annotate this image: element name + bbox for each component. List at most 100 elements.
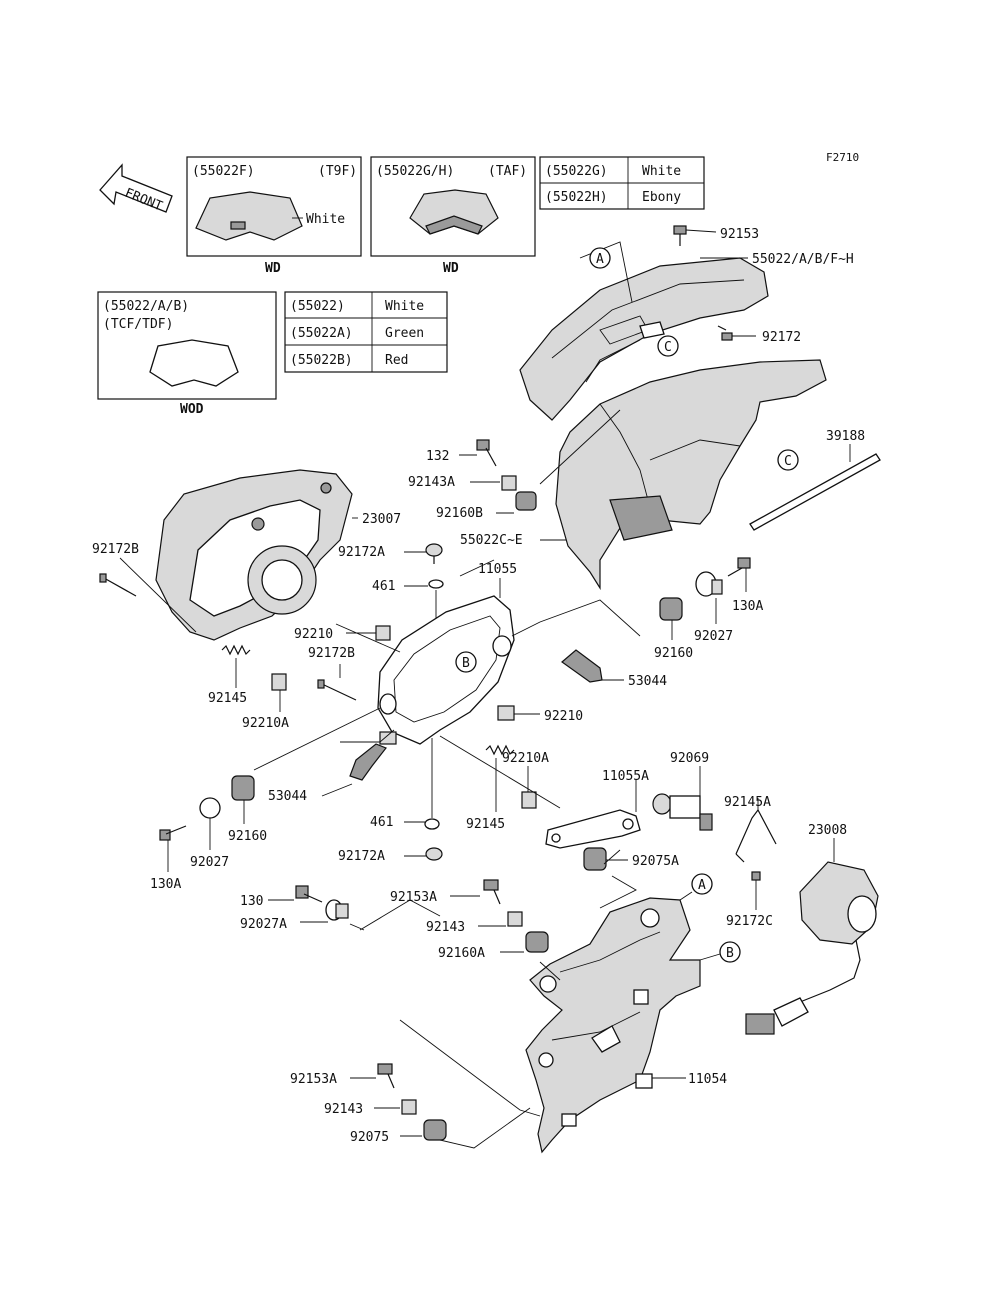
label-92153: 92153 <box>720 227 759 242</box>
windshield-inner-panel <box>555 359 827 591</box>
screw-92172a-bot <box>404 847 443 861</box>
trim-strip-39188 <box>749 453 881 531</box>
screw-92172c <box>751 871 761 910</box>
color-table-ab-color-1: Green <box>385 326 424 341</box>
collar-92143-mid <box>478 911 523 927</box>
nut-92210a-mid <box>521 766 537 809</box>
hose-53044-left <box>321 743 387 797</box>
headlight-assembly-23007 <box>155 469 358 641</box>
label-92172a-top: 92172A <box>338 545 385 560</box>
label-11054: 11054 <box>688 1072 727 1087</box>
variant-box-t9f: (55022F) (T9F) White WD <box>186 156 362 276</box>
variant-box-tcf: (55022/A/B) (TCF/TDF) WOD <box>97 291 277 417</box>
grommet-92160b <box>496 491 537 514</box>
label-92027-right: 92027 <box>694 629 733 644</box>
label-55022c-e: 55022C~E <box>460 533 523 548</box>
callout-b-top-label: B <box>462 656 470 671</box>
label-461-top: 461 <box>372 579 395 594</box>
collar-92027-right <box>695 571 723 624</box>
callout-a-bot-label: A <box>698 878 706 893</box>
label-55022-abfh: 55022/A/B/F~H <box>752 252 854 267</box>
label-92027-left: 92027 <box>190 855 229 870</box>
grommet-92075 <box>400 1119 447 1141</box>
label-92210a-mid: 92210A <box>502 751 549 766</box>
grommet-92160-right <box>659 597 683 640</box>
label-92075: 92075 <box>350 1130 389 1145</box>
callout-b-top: B <box>455 651 477 673</box>
color-table-gh-color-0: White <box>642 164 681 179</box>
label-92143-bot: 92143 <box>324 1102 363 1117</box>
nut-92210a-left <box>271 673 287 712</box>
label-92210a-left: 92210A <box>242 716 289 731</box>
label-23007: 23007 <box>362 512 401 527</box>
variant-part-t9f: (55022F) <box>192 164 255 179</box>
callout-a-bot: A <box>691 873 713 895</box>
color-table-ab-color-0: White <box>385 299 424 314</box>
upper-fairing-cowl <box>519 257 769 421</box>
assembly-leader-lines <box>253 241 641 1149</box>
label-92210-left: 92210 <box>294 627 333 642</box>
callout-a-top: A <box>589 247 611 269</box>
label-39188: 39188 <box>826 429 865 444</box>
label-92069: 92069 <box>670 751 709 766</box>
variant-caption-tcf: WOD <box>180 402 204 417</box>
label-461-bot: 461 <box>370 815 393 830</box>
callout-b-bot: B <box>719 941 741 963</box>
variant-part-tcf: (55022/A/B) <box>103 299 189 314</box>
nut-92210-right <box>497 705 540 721</box>
front-direction-arrow: FRONT <box>99 163 173 214</box>
label-92172a-bot: 92172A <box>338 849 385 864</box>
label-92145-mid: 92145 <box>466 817 505 832</box>
label-92145-left: 92145 <box>208 691 247 706</box>
washer-461-top <box>404 579 444 618</box>
label-92143a: 92143A <box>408 475 455 490</box>
label-92153a-bot: 92153A <box>290 1072 337 1087</box>
label-92145a: 92145A <box>724 795 771 810</box>
collar-92027-left <box>199 797 221 850</box>
color-table-ab-part-0: (55022) <box>290 299 345 314</box>
figure-code: F2710 <box>826 151 859 164</box>
callout-a-top-label: A <box>596 252 604 267</box>
color-table-gh-part-0: (55022G) <box>545 164 608 179</box>
variant-code-taf: (TAF) <box>488 164 527 179</box>
bolt-130 <box>268 885 323 903</box>
label-11055: 11055 <box>478 562 517 577</box>
label-92172b-top: 92172B <box>92 542 139 557</box>
label-92160-left: 92160 <box>228 829 267 844</box>
variant-caption-taf: WD <box>443 261 459 276</box>
label-92210-right: 92210 <box>544 709 583 724</box>
color-table-ab-color-2: Red <box>385 353 408 368</box>
color-table-ab-part-1: (55022A) <box>290 326 353 341</box>
label-92172c: 92172C <box>726 914 773 929</box>
label-53044-right: 53044 <box>628 674 667 689</box>
grommet-92160a <box>500 931 549 953</box>
grommet-92160-left <box>231 775 255 824</box>
clip-92145a <box>735 798 777 863</box>
label-92027a: 92027A <box>240 917 287 932</box>
callout-c-top: C <box>657 335 679 357</box>
color-table-ab: (55022) White (55022A) Green (55022B) Re… <box>284 291 448 373</box>
label-53044-left: 53044 <box>268 789 307 804</box>
hose-53044-right <box>561 649 624 683</box>
variant-code-t9f: (T9F) <box>318 164 357 179</box>
label-92160a: 92160A <box>438 946 485 961</box>
callout-b-bot-label: B <box>726 946 734 961</box>
color-table-gh: (55022G) White (55022H) Ebony <box>539 156 705 210</box>
label-92160-right: 92160 <box>654 646 693 661</box>
screw-92153a-bot <box>350 1063 395 1089</box>
label-92172: 92172 <box>762 330 801 345</box>
label-11055a: 11055A <box>602 769 649 784</box>
collar-92143a <box>470 475 517 491</box>
collar-92027a <box>300 899 365 931</box>
bulb-92069 <box>652 766 713 831</box>
screw-92172b-mid <box>317 664 357 701</box>
callout-c-right-label: C <box>784 454 792 469</box>
label-23008: 23008 <box>808 823 847 838</box>
washer-461-bot <box>404 738 440 830</box>
grommet-92075a <box>583 847 628 871</box>
screw-92153a-mid <box>450 879 501 905</box>
variant-caption-t9f: WD <box>265 261 281 276</box>
screw-92172 <box>717 325 756 341</box>
label-92075a: 92075A <box>632 854 679 869</box>
